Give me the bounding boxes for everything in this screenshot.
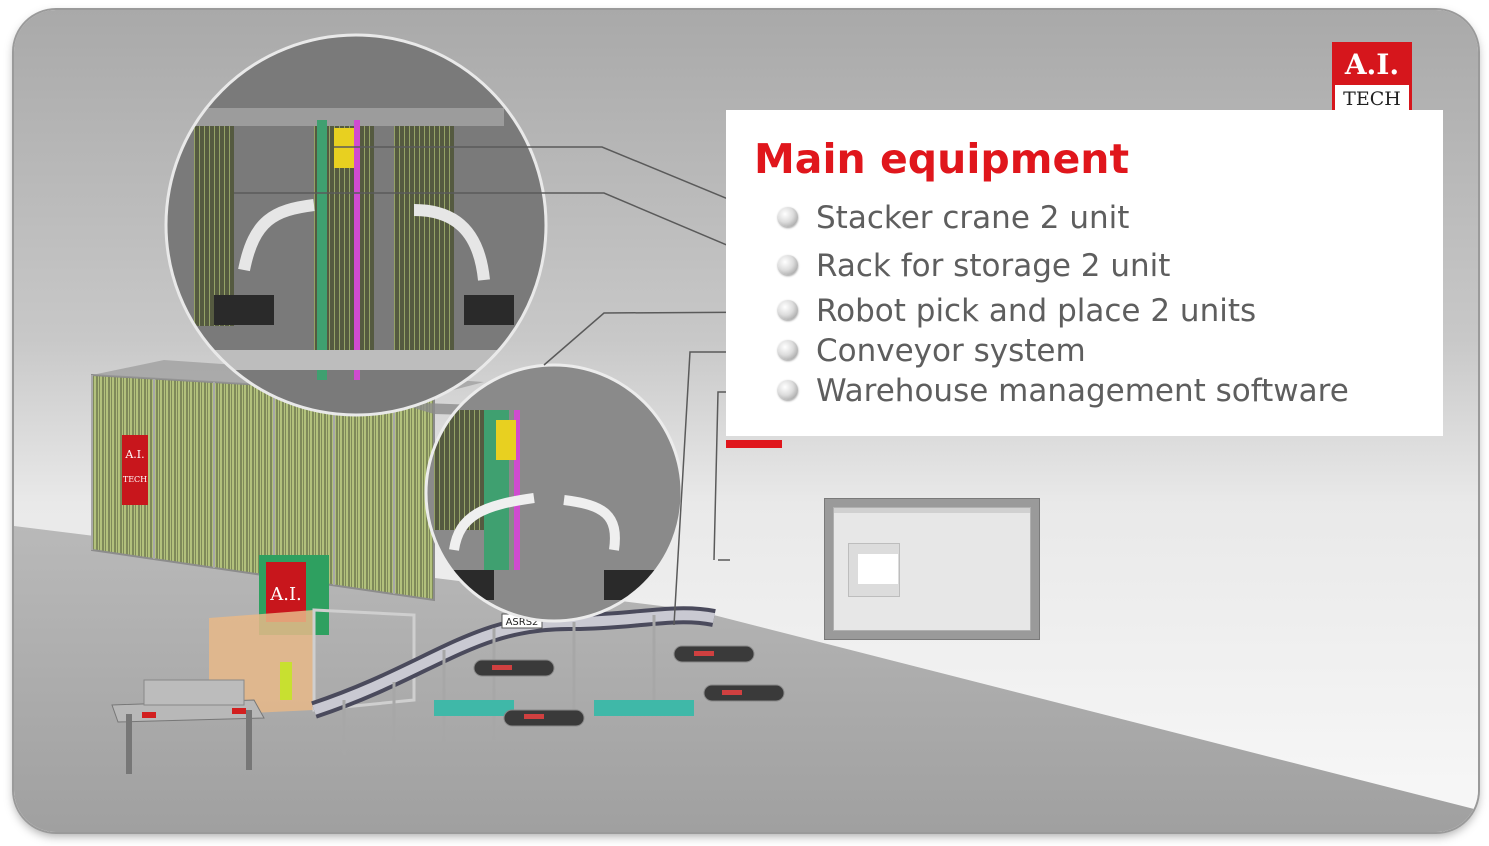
curved-conveyor [311,606,716,755]
window-titlebar [834,508,1030,513]
slide: A.I. TECH A.I. [14,10,1478,832]
logo-ai-text: A.I. [1335,45,1409,85]
station-label: ASRS2 [506,617,539,628]
equipment-item-label: Stacker crane 2 unit [816,200,1130,236]
panel-title: Main equipment [754,135,1130,183]
equipment-item-label: Conveyor system [816,333,1086,369]
cabinet-logo-text: A.I. [269,584,302,605]
bullet-icon [778,207,798,227]
accent-bar [726,440,782,448]
bullet-icon [778,340,798,360]
rack-logo-text: A.I. [124,448,144,461]
zoom-detail-robots [424,363,684,623]
bullet-icon [778,255,798,275]
equipment-panel: Main equipment Stacker crane 2 unit Rack… [726,110,1443,436]
floor-background [14,526,1478,832]
bullet-icon [778,300,798,320]
bullet-icon [778,380,798,400]
equipment-item-label: Warehouse management software [816,373,1349,409]
monitor-screen [833,507,1031,631]
warehouse-3d-model: A.I. TECH A.I. [91,33,785,774]
logo-tech-text: TECH [1343,88,1401,110]
rack-logo-subtext: TECH [123,475,147,484]
software-monitor [824,498,1040,640]
window-content [858,554,898,584]
equipment-item-label: Rack for storage 2 unit [816,248,1171,284]
company-logo: A.I. TECH [1332,42,1412,114]
infeed-table [111,679,265,774]
outfeed-conveyors [473,645,785,727]
zoom-detail-crane [164,33,548,417]
equipment-item-label: Robot pick and place 2 units [816,293,1257,329]
